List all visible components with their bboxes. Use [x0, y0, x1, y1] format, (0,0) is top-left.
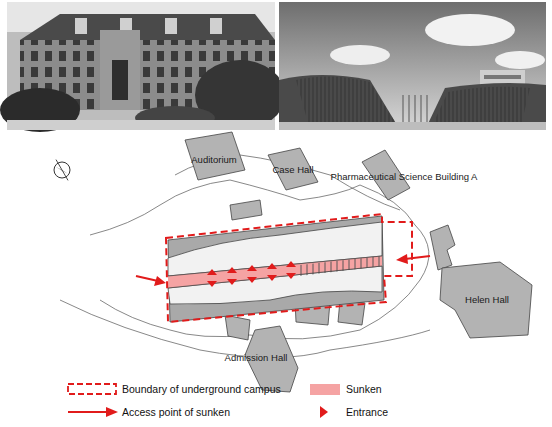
building-name: Auditorium	[191, 155, 236, 165]
underground-campus	[136, 214, 430, 322]
legend-text: Access point of sunken	[122, 406, 230, 418]
legend-symbols	[68, 384, 328, 418]
north-arrow	[54, 160, 70, 181]
building-name: Case Hall	[272, 165, 313, 175]
photo-sunken	[279, 2, 546, 130]
building-name: Pharmaceutical Science Building A	[331, 172, 478, 182]
building-name: Helen Hall	[465, 295, 509, 305]
building-name: Admission Hall	[225, 353, 288, 363]
building-label: Case Hall	[272, 165, 313, 175]
legend-text: Entrance	[346, 406, 388, 418]
building-label: Admission Hall	[225, 353, 288, 363]
building-label: Pharmaceutical Science Building A	[331, 172, 478, 182]
photo-building	[0, 2, 285, 132]
legend-text: Boundary of underground campus	[122, 383, 281, 395]
building-label: Auditorium	[191, 155, 236, 165]
legend-text: Sunken	[346, 383, 382, 395]
contour-lines	[60, 155, 430, 358]
legend-swatch	[310, 384, 340, 395]
building-label: Helen Hall	[465, 295, 509, 305]
